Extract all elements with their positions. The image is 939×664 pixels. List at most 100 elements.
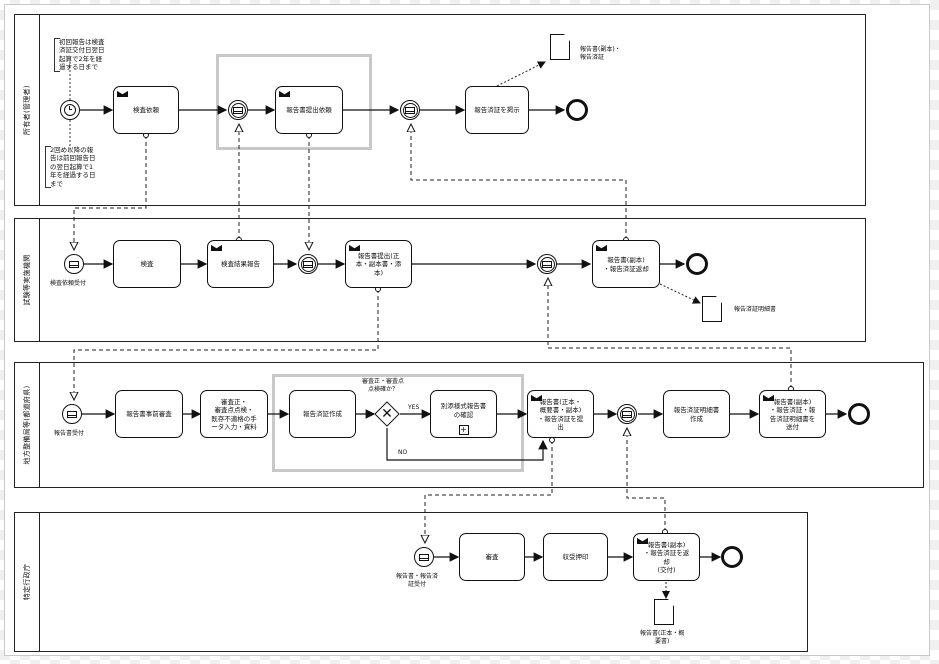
annotation-subsequent-report: 2回め以降の報 告は前回報告日 の翌日起算で1 年を経過する日 まで [45, 146, 96, 189]
pool-label-box: 特定行政庁 [15, 513, 40, 651]
task-label: 報告書(正本・ 概要書・副本) ・報告済証を提 出 [538, 398, 584, 431]
gateway-question: 審査正・審査点 点検確か？ [362, 378, 404, 393]
task-review-input[interactable]: 審査正・ 審査点点検・ 既存不適格の手 ータ入力・資料 [200, 390, 268, 438]
envelope-icon [622, 410, 632, 418]
label-line: 審査正・審査点 [362, 378, 405, 385]
task-inspection-request[interactable]: 検査依頼 [113, 86, 179, 134]
x-icon: ✕ [381, 406, 393, 422]
no-label: NO [398, 449, 408, 456]
task-pre-review[interactable]: 報告書事前審査 [115, 390, 183, 438]
start-event-label: 報告書受付 [54, 430, 85, 437]
end-event[interactable] [686, 253, 708, 275]
task-report-submit-request[interactable]: 報告書提出依頼 [275, 86, 343, 134]
annotation-line: まで [50, 179, 63, 188]
document-icon [654, 599, 674, 625]
task-label: 報告済証を掲示 [474, 106, 520, 115]
task-label: 報告書(副本) ・報告済証返却 [603, 256, 649, 272]
label-line: 既存不適格の手 [211, 414, 257, 423]
message-catch-event[interactable] [617, 404, 637, 424]
label-line: ・報告済証を提 [537, 414, 584, 423]
message-start-event[interactable] [62, 404, 82, 424]
task-label: 審査正・ 審査点点検・ 既存不適格の手 ータ入力・資料 [211, 398, 257, 431]
envelope-icon [67, 410, 77, 418]
label-line: (交付) [657, 565, 676, 574]
task-label: 検査結果報告 [221, 260, 260, 269]
end-event[interactable] [721, 546, 743, 568]
annotation-line: 過する日まで [59, 63, 98, 72]
label-line: 別添様式報告書 [440, 402, 487, 411]
annotation-line: 2回め以降の報 [50, 146, 94, 154]
label-line: ータ入力・資料 [211, 422, 257, 431]
task-label: 報告済証作成 [303, 410, 342, 419]
exclusive-gateway[interactable]: ✕ [374, 401, 400, 427]
label-line: 報告書(副本) [773, 398, 812, 407]
end-event[interactable] [848, 403, 870, 425]
annotation-line: 告は前回報告日 [50, 154, 96, 163]
annotation-line: 年を経過する日 [50, 171, 96, 180]
task-label: 検査依頼 [133, 106, 159, 115]
envelope-icon [233, 106, 243, 114]
message-start-event[interactable] [64, 254, 84, 274]
timer-start-event[interactable] [60, 100, 80, 120]
label-line: 証受付 [408, 580, 427, 588]
task-display-certificate[interactable]: 報告済証を掲示 [465, 86, 529, 134]
label-line: 作成 [690, 414, 703, 423]
highlight-box-submit-request [216, 54, 372, 150]
task-return-deliver[interactable]: 報告書(副本) ・報告済証を返 却 (交付) [633, 533, 700, 581]
data-object-label: 報告書(正本・概 要書) [640, 630, 684, 645]
label-line: 審査正・ [221, 398, 247, 407]
task-submit-report[interactable]: 報告書提出(正 本・副本書・添 本) [345, 240, 412, 288]
task-review[interactable]: 審査 [459, 533, 525, 581]
task-receipt-stamp[interactable]: 収受押印 [543, 533, 608, 581]
end-event[interactable] [566, 99, 588, 121]
task-create-certificate[interactable]: 報告済証作成 [289, 390, 356, 438]
task-deliver[interactable]: 報告書(副本) ・報告済証・報 告済証明細書を 送付 [759, 390, 826, 438]
label-line: 報告書(副本) [607, 256, 645, 265]
pool-owner-label: 所有者(管理者) [23, 85, 31, 135]
label-line: 報告書提出(正 [357, 252, 400, 261]
pool-label-box: 試験等実施機関 [15, 219, 40, 341]
annotation-line: 初回報告は検査 [59, 38, 105, 46]
task-submit-back[interactable]: 報告書(正本・ 概要書・副本) ・報告済証を提 出 [527, 390, 594, 438]
label-line: 報告書・報告済 [396, 573, 439, 580]
task-separate-form-check[interactable]: 別添様式報告書 の確認 + [430, 390, 497, 438]
annotation-line: 起算で2年を経 [59, 54, 103, 63]
label-line: ・報告済証を返 [643, 549, 690, 558]
task-label: 報告書事前審査 [126, 410, 172, 419]
task-label: 報告済証明細書 作成 [674, 406, 720, 422]
message-catch-event[interactable] [298, 254, 318, 274]
label-line: 告済証明細書を [769, 414, 816, 423]
message-start-event[interactable] [414, 547, 434, 567]
envelope-icon [405, 106, 415, 114]
task-return-report[interactable]: 報告書(副本) ・報告済証返却 [592, 240, 660, 288]
envelope-icon [303, 260, 313, 268]
label-line: 本) [373, 268, 384, 277]
label-line: 報告書(正本・ [539, 398, 582, 407]
pool-label-box: 所有者(管理者) [15, 15, 40, 205]
annotation-first-report: 初回報告は検査 済証交付日翌日 起算で2年を経 過する日まで [54, 38, 105, 72]
task-inspect[interactable]: 検査 [113, 240, 181, 288]
message-catch-event[interactable] [537, 254, 557, 274]
label-line: ・報告済証・報 [769, 406, 816, 415]
message-catch-event[interactable] [228, 100, 248, 120]
data-object-label: 報告書(副本)・ 報告済証 [580, 46, 621, 61]
task-inspection-result-report[interactable]: 検査結果報告 [207, 240, 274, 288]
task-label: 審査 [485, 553, 499, 562]
document-icon [702, 296, 722, 322]
label-line: 送付 [786, 422, 799, 431]
envelope-icon [542, 260, 552, 268]
message-catch-event[interactable] [400, 100, 420, 120]
label-line: 点検確か？ [368, 385, 399, 393]
label-line: 却 [663, 557, 670, 566]
annotation-line: 済証交付日翌日 [59, 46, 105, 55]
label-line: 報告済証明細書 [673, 406, 720, 415]
pool-label-box: 地方整備局等(都道府県) [15, 363, 40, 487]
task-create-detail[interactable]: 報告済証明細書 作成 [663, 390, 730, 438]
start-event-label: 報告書・報告済 証受付 [396, 573, 438, 588]
task-label: 報告書(副本) ・報告済証・報 告済証明細書を 送付 [770, 398, 816, 431]
label-line: 本・副本書・添 [355, 260, 402, 269]
envelope-icon [419, 553, 429, 561]
task-label: 別添様式報告書 の確認 [441, 402, 487, 418]
task-label: 報告書(副本) ・報告済証を返 却 (交付) [644, 541, 690, 574]
